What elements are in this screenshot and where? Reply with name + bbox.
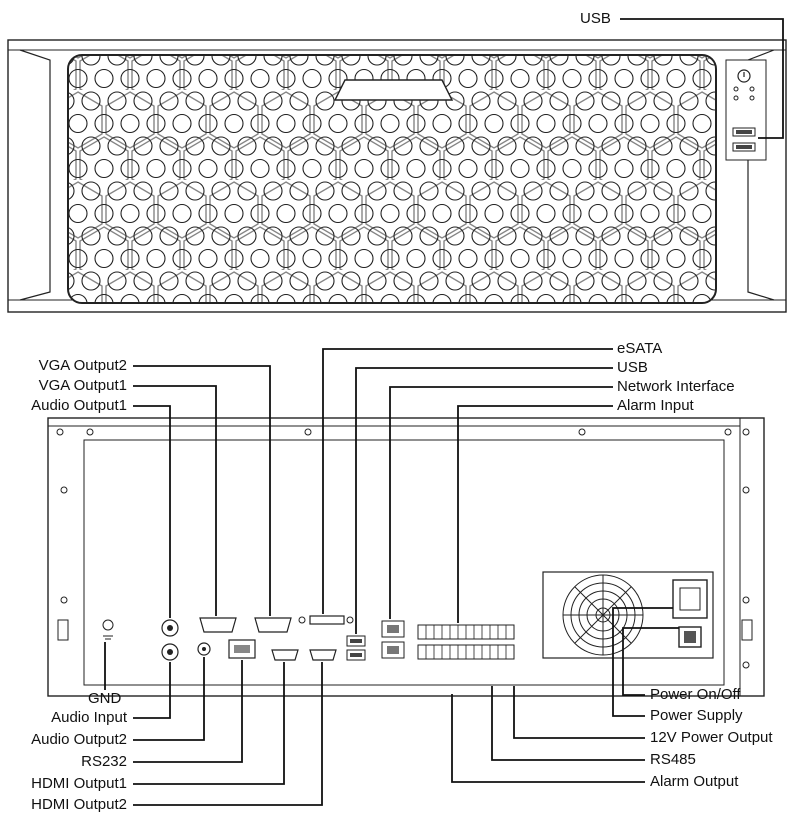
- label-12v-power-output: 12V Power Output: [650, 729, 773, 746]
- label-usb-front: USB: [580, 10, 611, 27]
- label-audio-output2: Audio Output2: [31, 731, 127, 748]
- label-alarm-output: Alarm Output: [650, 773, 739, 790]
- label-network-interface: Network Interface: [617, 378, 735, 395]
- label-rs232: RS232: [81, 753, 127, 770]
- label-power-supply: Power Supply: [650, 707, 743, 724]
- callout-lines: [104, 348, 679, 806]
- label-vga-output1: VGA Output1: [38, 377, 127, 394]
- label-vga-output2: VGA Output2: [38, 357, 127, 374]
- label-rs485: RS485: [650, 751, 696, 768]
- label-alarm-input: Alarm Input: [617, 397, 694, 414]
- label-gnd: GND: [88, 690, 122, 707]
- label-audio-input: Audio Input: [51, 709, 127, 726]
- label-power-onoff: Power On/Off: [650, 686, 741, 703]
- label-hdmi-output1: HDMI Output1: [31, 775, 127, 792]
- label-esata: eSATA: [617, 340, 663, 357]
- front-panel: [7, 18, 787, 313]
- label-usb-rear: USB: [617, 359, 648, 376]
- label-audio-output1: Audio Output1: [31, 397, 127, 414]
- rear-panel: [47, 417, 765, 697]
- label-hdmi-output2: HDMI Output2: [31, 796, 127, 813]
